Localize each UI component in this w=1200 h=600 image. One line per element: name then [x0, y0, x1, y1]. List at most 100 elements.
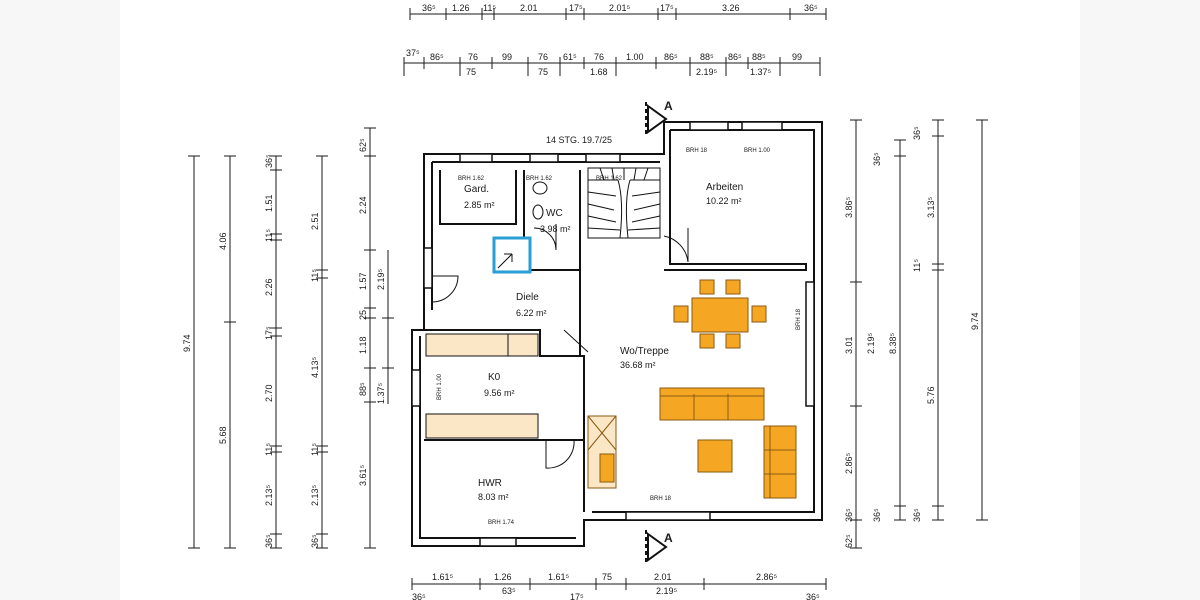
section-marker-top: A — [645, 99, 673, 136]
top2-lower-2: 1.68 — [590, 67, 608, 77]
left-e-0: 2.19⁵ — [376, 268, 386, 290]
gard-name: Gard. — [464, 184, 489, 195]
right-b-0: 36⁵ — [872, 152, 882, 166]
section-label-top: A — [664, 99, 673, 113]
sheet — [120, 0, 1080, 600]
top2-dim-12: 99 — [792, 52, 802, 62]
bottom2-dim-0: 63⁵ — [502, 586, 516, 596]
section-marker-bottom: A — [645, 530, 673, 564]
right-a-0: 3.86⁵ — [844, 196, 854, 218]
diele-name: Diele — [516, 292, 539, 303]
left-d-5: 88⁵ — [358, 382, 368, 396]
top2-lower-0: 75 — [466, 67, 476, 77]
wc-window-label: BRH 1.62 — [526, 176, 553, 182]
stair-note: 14 STG. 19.7/25 — [546, 135, 612, 145]
left-d-6: 3.61⁵ — [358, 464, 368, 486]
sofa — [659, 387, 797, 499]
right-a-3: 36⁵ — [844, 508, 854, 522]
right-c-3: 5.76 — [926, 386, 936, 404]
top1-dim-5: 2.01⁵ — [609, 3, 631, 13]
top1-dim-3: 2.01 — [520, 3, 538, 13]
hwr-name: HWR — [478, 478, 502, 489]
top2-dim-9: 88⁵ — [700, 52, 714, 62]
top2-dim-6: 76 — [594, 52, 604, 62]
arbeiten-name: Arbeiten — [706, 182, 743, 193]
gard-area: 2.85 m² — [464, 200, 495, 210]
top1-dim-0: 36⁵ — [422, 3, 436, 13]
bottom1-dim-3: 75 — [602, 572, 612, 582]
cabinet-unit — [587, 415, 617, 489]
top1-dim-8: 36⁵ — [804, 3, 818, 13]
top2-dim-4: 76 — [538, 52, 548, 62]
bottom2-dim-1: 2.19⁵ — [656, 586, 678, 596]
gard-window-label: BRH 1.62 — [458, 176, 485, 182]
top2-dim-11: 88⁵ — [752, 52, 766, 62]
top2-dim-5: 61⁵ — [563, 52, 577, 62]
bottom1-dim-5: 2.86⁵ — [756, 572, 778, 582]
left-c-1: 11⁵ — [310, 269, 320, 282]
left-a-0: 4.06 — [218, 232, 228, 250]
stair-window-label: BRH 1.62 — [596, 176, 623, 182]
top2-dim-8: 86⁵ — [664, 52, 678, 62]
right-total: 9.74 — [970, 312, 980, 330]
diele-area: 6.22 m² — [516, 308, 547, 318]
top2-dim-10: 86⁵ — [728, 52, 742, 62]
right-dimension-lines — [850, 119, 988, 549]
top2-lower-4: 1.37⁵ — [750, 67, 772, 77]
top1-dim-1: 1.26 — [452, 3, 470, 13]
kueche-area: 9.56 m² — [484, 388, 515, 398]
left-dimension-lines — [188, 127, 394, 549]
left-d-0: 62⁵ — [358, 138, 368, 152]
right-b-1: 2.19⁵ — [866, 332, 876, 354]
left-b-2: 11⁵ — [264, 229, 274, 242]
top-dimension-row-2 — [403, 57, 821, 76]
left-b-4: 17⁵ — [264, 326, 274, 340]
wc-area: 3.98 m² — [540, 224, 571, 234]
windows — [411, 121, 815, 547]
bottom1-dim-1: 1.26 — [494, 572, 512, 582]
left-margin — [0, 0, 120, 600]
left-b-8: 36⁵ — [264, 534, 274, 548]
left-c-2: 4.13⁵ — [310, 356, 320, 378]
right-a-2: 2.86⁵ — [844, 452, 854, 474]
kitchen-counters — [425, 333, 539, 439]
left-d-2: 1.57 — [358, 272, 368, 290]
staircase — [587, 167, 661, 239]
dining-table — [673, 279, 767, 349]
top2-dim-0: 37⁵ — [406, 48, 420, 58]
wohnen-name: Wo/Treppe — [620, 346, 669, 357]
top1-dim-4: 17⁵ — [569, 3, 583, 13]
bottom1-dim-0: 1.61⁵ — [432, 572, 454, 582]
left-c-3: 11⁵ — [310, 443, 320, 456]
left-c-4: 2.13⁵ — [310, 484, 320, 506]
bottom-dimension-row-1 — [411, 578, 827, 590]
left-d-1: 2.24 — [358, 196, 368, 214]
left-a-1: 5.68 — [218, 426, 228, 444]
arbeiten-area: 10.22 m² — [706, 196, 742, 206]
wc-name: WC — [546, 208, 563, 219]
right-c-0: 36⁵ — [912, 126, 922, 140]
left-d-4: 1.18 — [358, 336, 368, 354]
top2-dim-3: 99 — [502, 52, 512, 62]
left-total: 9.74 — [182, 334, 192, 352]
hwr-area: 8.03 m² — [478, 492, 509, 502]
left-b-3: 2.26 — [264, 278, 274, 296]
top2-dim-1: 86⁵ — [430, 52, 444, 62]
right-c-2: 11⁵ — [912, 259, 922, 272]
left-b-6: 11⁵ — [264, 443, 274, 456]
right-a-4: 62⁵ — [844, 534, 854, 548]
top1-dim-2: 11⁵ — [483, 3, 496, 13]
right-b-2: 8.38⁵ — [888, 332, 898, 354]
section-label-bottom: A — [664, 531, 673, 545]
wohnen-window-bottom-label: BRH 18 — [650, 496, 672, 502]
top2-lower-1: 75 — [538, 67, 548, 77]
top1-dim-6: 17⁵ — [660, 3, 674, 13]
wohnen-window-right-label: BRH 18 — [796, 308, 802, 330]
left-e-1: 1.37⁵ — [376, 382, 386, 404]
right-c-4: 36⁵ — [912, 508, 922, 522]
right-c-1: 3.13⁵ — [926, 196, 936, 218]
hwr-window-label: BRH 1.74 — [488, 520, 515, 526]
right-a-1: 3.01 — [844, 336, 854, 354]
top-dimension-row-1 — [409, 8, 827, 20]
bottom3-dim-1: 17⁵ — [570, 592, 584, 600]
